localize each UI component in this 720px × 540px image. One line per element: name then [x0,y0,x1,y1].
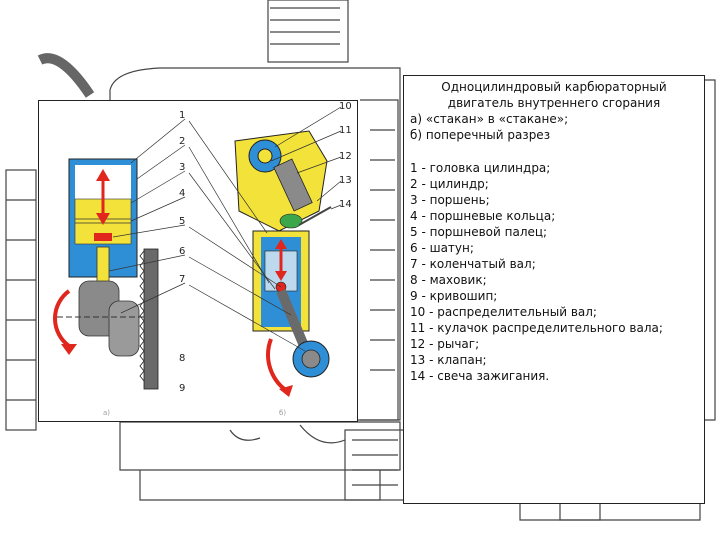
legend-title-line-1: Одноцилиндровый карбюраторный [441,80,667,94]
label-1: 1 [179,110,185,121]
figure-a-crank [52,246,159,390]
legend-item: 5 - поршневой палец; [410,225,548,239]
legend-item: 11 - кулачок распределительного вала; [410,321,663,335]
legend-item: 12 - рычаг; [410,337,480,351]
label-5: 5 [179,216,185,227]
figure-b-conrod [266,289,330,397]
label-11: 11 [339,125,352,136]
engine-diagram: 1 2 3 4 5 6 7 8 9 10 11 12 13 14 а) б) [38,100,358,422]
label-13: 13 [339,175,352,186]
right-number-labels: 10 11 12 13 14 [339,101,352,210]
legend-item: 13 - клапан; [410,353,487,367]
figure-a-arrow [96,169,110,225]
legend-item: 9 - кривошип; [410,289,498,303]
label-14: 14 [339,199,352,210]
engine-diagram-svg: 1 2 3 4 5 6 7 8 9 10 11 12 13 14 а) б) [52,101,352,417]
caption-b: б) поперечный разрез [410,128,551,142]
sublabel-a: а) [103,409,110,417]
label-3: 3 [179,162,185,173]
legend-item: 2 - цилиндр; [410,177,489,191]
legend-list: 1 - головка цилиндра; 2 - цилиндр; 3 - п… [410,160,698,384]
legend-title: Одноцилиндровый карбюраторный двигатель … [410,79,698,111]
legend-item: 7 - коленчатый вал; [410,257,536,271]
label-10: 10 [339,101,352,112]
legend-item: 4 - поршневые кольца; [410,209,556,223]
label-2: 2 [179,136,185,147]
label-6: 6 [179,246,185,257]
legend-title-line-2: двигатель внутреннего сгорания [447,96,661,110]
label-4: 4 [179,188,185,199]
label-8: 8 [179,353,185,364]
legend-panel: Одноцилиндровый карбюраторный двигатель … [403,75,705,504]
leader-lines [108,106,342,352]
label-7: 7 [179,274,185,285]
legend-item: 10 - распределительный вал; [410,305,597,319]
legend-item: 8 - маховик; [410,273,487,287]
label-12: 12 [339,151,352,162]
sublabel-b: б) [279,409,286,417]
label-9: 9 [179,383,185,394]
legend-item: 3 - поршень; [410,193,490,207]
figure-b-cylinder [252,230,310,332]
legend-item: 6 - шатун; [410,241,474,255]
legend-item: 1 - головка цилиндра; [410,161,551,175]
legend-item: 14 - свеча зажигания. [410,369,550,383]
figure-b-head [234,130,332,232]
left-number-labels: 1 2 3 4 5 6 7 8 9 [179,110,185,394]
caption-a: а) «стакан» в «стакане»; [410,112,569,126]
